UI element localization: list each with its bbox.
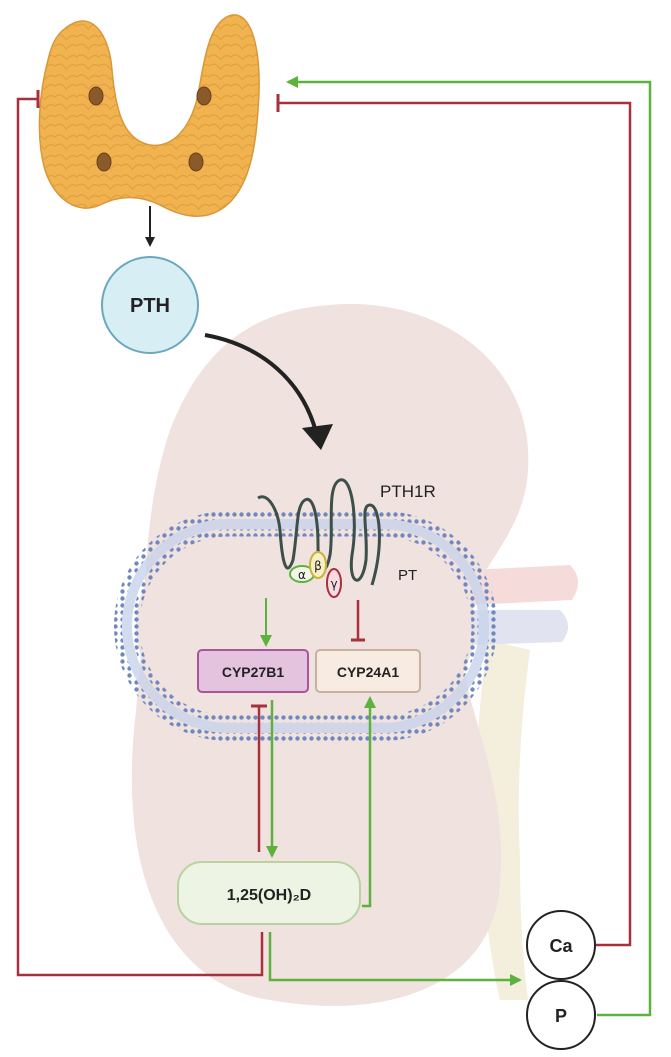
- renal-artery: [470, 565, 579, 605]
- calcium-node: Ca: [526, 910, 596, 980]
- vitamin-d-node: 1,25(OH)₂D: [177, 861, 361, 925]
- phosphate-label: P: [555, 1006, 567, 1026]
- calcium-label: Ca: [549, 936, 573, 956]
- parathyroid-gland-4: [188, 152, 204, 172]
- parathyroid-gland-1: [88, 86, 104, 106]
- pth-to-kidney-arrow: [204, 333, 320, 441]
- pth1r-receptor: [257, 478, 381, 586]
- vitamin-d-label: 1,25(OH)₂D: [227, 887, 311, 904]
- inhibition-calcium-thyroid: [278, 101, 632, 947]
- parathyroid-gland-3: [96, 152, 112, 172]
- g-gamma-label: γ: [330, 577, 337, 591]
- activation-arrow-cyp24a1: [362, 696, 376, 908]
- pt-label: PT: [398, 567, 417, 584]
- g-protein: α β γ: [289, 551, 342, 598]
- g-beta-label: β: [314, 559, 322, 573]
- g-beta-subunit: [309, 551, 327, 579]
- pt-cell: [114, 511, 497, 741]
- phosphate-node: P: [526, 980, 596, 1050]
- pt-membrane-outer: [114, 511, 497, 741]
- cyp27b1-label: CYP27B1: [222, 664, 284, 680]
- g-gamma-subunit: [326, 568, 342, 598]
- pth-node: PTH: [101, 256, 199, 354]
- g-alpha-label: α: [298, 568, 306, 582]
- cyp24a1-label: CYP24A1: [337, 664, 399, 680]
- cyp24a1-node: CYP24A1: [315, 649, 421, 693]
- activation-arrow-phosphate: [268, 932, 522, 986]
- pth-label: PTH: [130, 295, 170, 317]
- thyroid-gland: [38, 14, 260, 218]
- activation-phosphate-thyroid: [286, 76, 652, 1017]
- pth1r-label: PTH1R: [380, 482, 436, 501]
- parathyroid-gland-2: [196, 86, 212, 106]
- inhibition-vitd-thyroid: [16, 97, 264, 977]
- cyp27b1-node: CYP27B1: [197, 649, 309, 693]
